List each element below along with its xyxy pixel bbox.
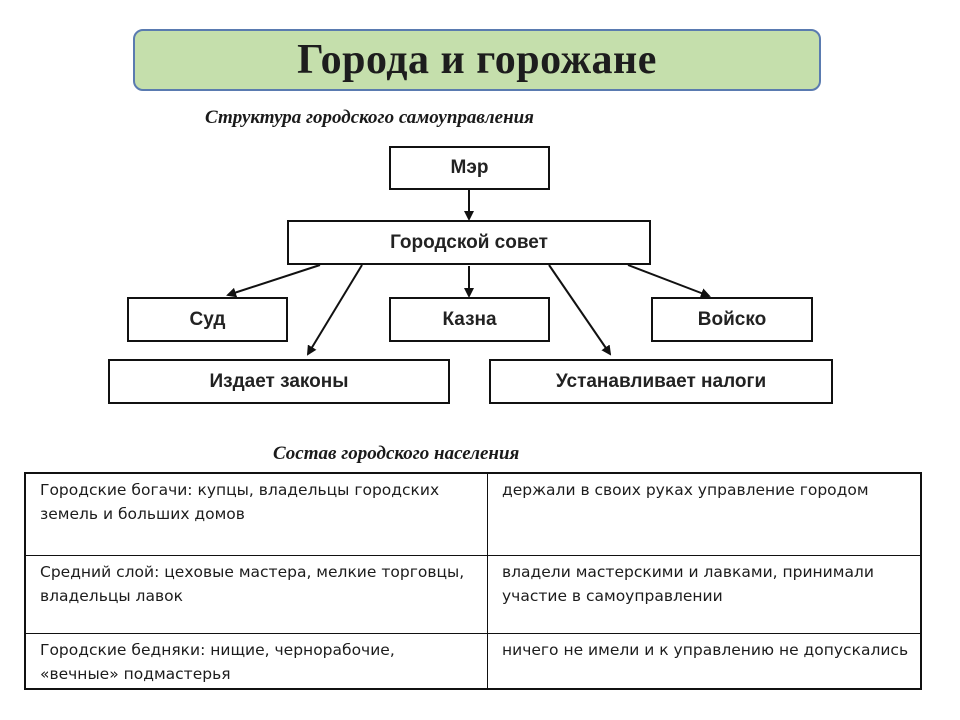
population-table: Городские богачи: купцы, владельцы город… bbox=[24, 472, 922, 690]
title-banner: Города и горожане bbox=[133, 29, 821, 91]
arrow-council-taxes bbox=[548, 264, 612, 356]
population-role-cell: держали в своих руках управление городом bbox=[487, 472, 922, 556]
arrow-council-army bbox=[627, 264, 711, 298]
population-group-cell: Городские бедняки: нищие, чернорабочие, … bbox=[24, 632, 488, 690]
node-treasury: Казна bbox=[389, 297, 550, 342]
node-court: Суд bbox=[127, 297, 288, 342]
node-mayor: Мэр bbox=[389, 146, 550, 190]
population-role-cell: ничего не имели и к управлению не допуск… bbox=[487, 632, 922, 690]
population-heading: Состав городского населения bbox=[273, 443, 520, 464]
arrow-council-laws bbox=[306, 264, 363, 356]
structure-heading: Структура городского самоуправления bbox=[205, 107, 534, 128]
population-group-cell: Средний слой: цеховые мастера, мелкие то… bbox=[24, 554, 488, 634]
page-title: Города и горожане bbox=[297, 37, 657, 83]
node-army: Войско bbox=[651, 297, 813, 342]
node-city-council: Городской совет bbox=[287, 220, 651, 265]
population-role-cell: владели мастерскими и лавками, принимали… bbox=[487, 554, 922, 634]
node-sets-taxes: Устанавливает налоги bbox=[489, 359, 833, 404]
table-row: Средний слой: цеховые мастера, мелкие то… bbox=[24, 554, 922, 634]
arrow-council-court bbox=[226, 264, 321, 298]
population-group-cell: Городские богачи: купцы, владельцы город… bbox=[24, 472, 488, 556]
table-row: Городские бедняки: нищие, чернорабочие, … bbox=[24, 632, 922, 690]
node-issues-laws: Издает законы bbox=[108, 359, 450, 404]
table-row: Городские богачи: купцы, владельцы город… bbox=[24, 472, 922, 556]
